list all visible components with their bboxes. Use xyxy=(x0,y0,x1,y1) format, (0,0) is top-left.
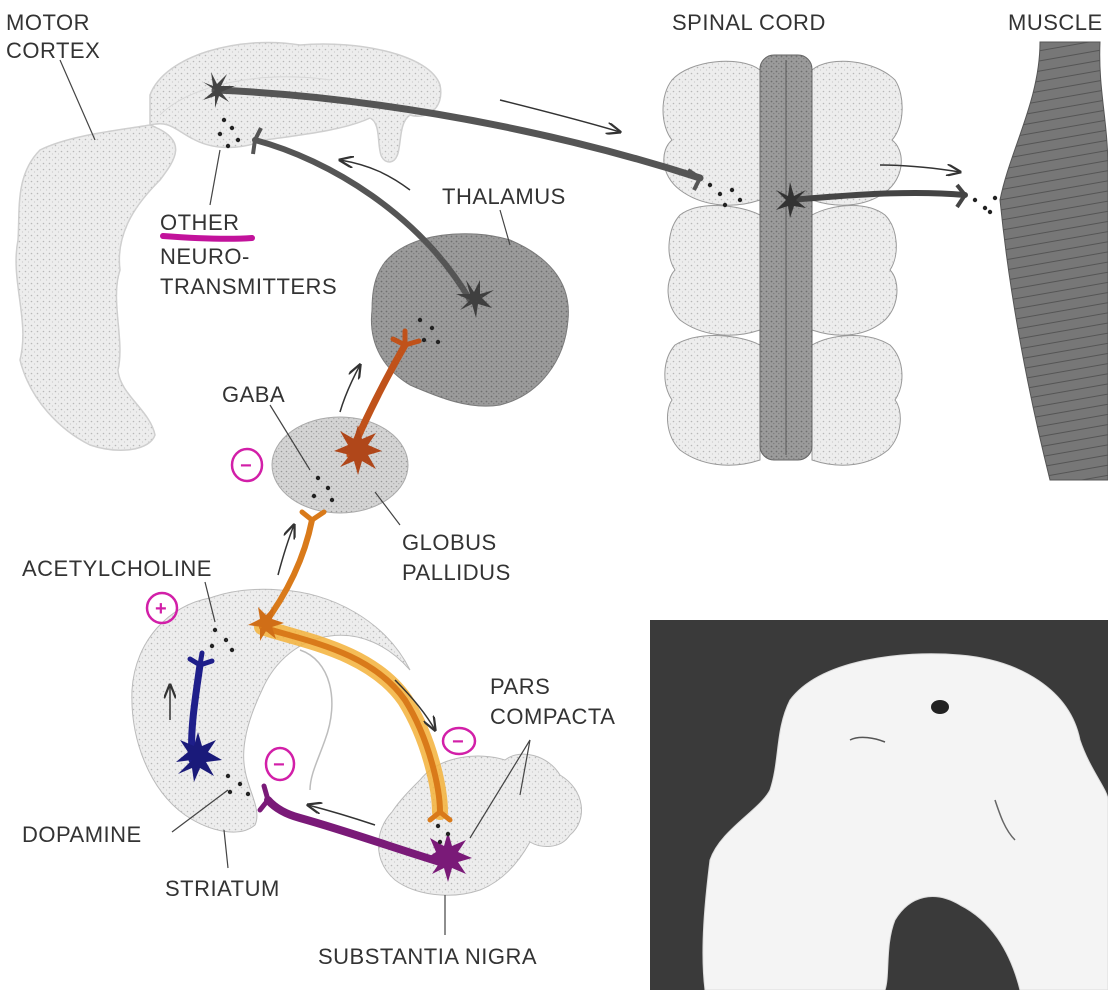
dopamine-inhibitory-sign: − xyxy=(266,748,294,780)
acetylcholine-label: ACETYLCHOLINE xyxy=(22,556,212,581)
globus-pallidus-label-line2: PALLIDUS xyxy=(402,560,511,585)
globus-pallidus xyxy=(272,417,408,513)
other-nt-label-line1: OTHER xyxy=(160,210,240,235)
compacta-inhibitory-sign: − xyxy=(443,728,475,754)
arrow-striatum-to-gp xyxy=(278,525,294,575)
other-nt-label-line2: NEURO- xyxy=(160,244,250,269)
pars-compacta-label-line2: COMPACTA xyxy=(490,704,615,729)
striatum-label: STRIATUM xyxy=(165,876,280,901)
other-nt-label-line3: TRANSMITTERS xyxy=(160,274,337,299)
acetylcholine-excitatory-sign: + xyxy=(147,593,177,623)
pars-compacta-label-line1: PARS xyxy=(490,674,550,699)
gaba-label: GABA xyxy=(222,382,285,407)
arrow-gp-to-thalamus xyxy=(340,365,360,412)
aqueduct xyxy=(931,700,949,714)
motor-cortex-label-line1: MOTOR xyxy=(6,10,90,35)
other-underline xyxy=(163,236,252,239)
arrow-thalamus-to-cortex xyxy=(340,160,410,190)
globus-inhibitory-sign: − xyxy=(232,449,262,481)
spinal-cord-label: SPINAL CORD xyxy=(672,10,826,35)
motor-cortex-label-line2: CORTEX xyxy=(6,38,100,63)
substantia-nigra xyxy=(379,754,582,895)
svg-text:−: − xyxy=(273,754,285,776)
thalamus xyxy=(371,234,568,406)
dopamine-label: DOPAMINE xyxy=(22,822,142,847)
spinal-cord xyxy=(663,55,902,465)
substantia-nigra-label: SUBSTANTIA NIGRA xyxy=(318,944,537,969)
midbrain-section-photo xyxy=(650,620,1108,990)
muscle xyxy=(1000,42,1108,480)
svg-text:+: + xyxy=(155,598,167,620)
thalamus-label: THALAMUS xyxy=(442,184,566,209)
muscle-label: MUSCLE xyxy=(1008,10,1103,35)
globus-pallidus-label-line1: GLOBUS xyxy=(402,530,497,555)
svg-text:−: − xyxy=(452,731,464,753)
svg-text:−: − xyxy=(240,455,252,477)
